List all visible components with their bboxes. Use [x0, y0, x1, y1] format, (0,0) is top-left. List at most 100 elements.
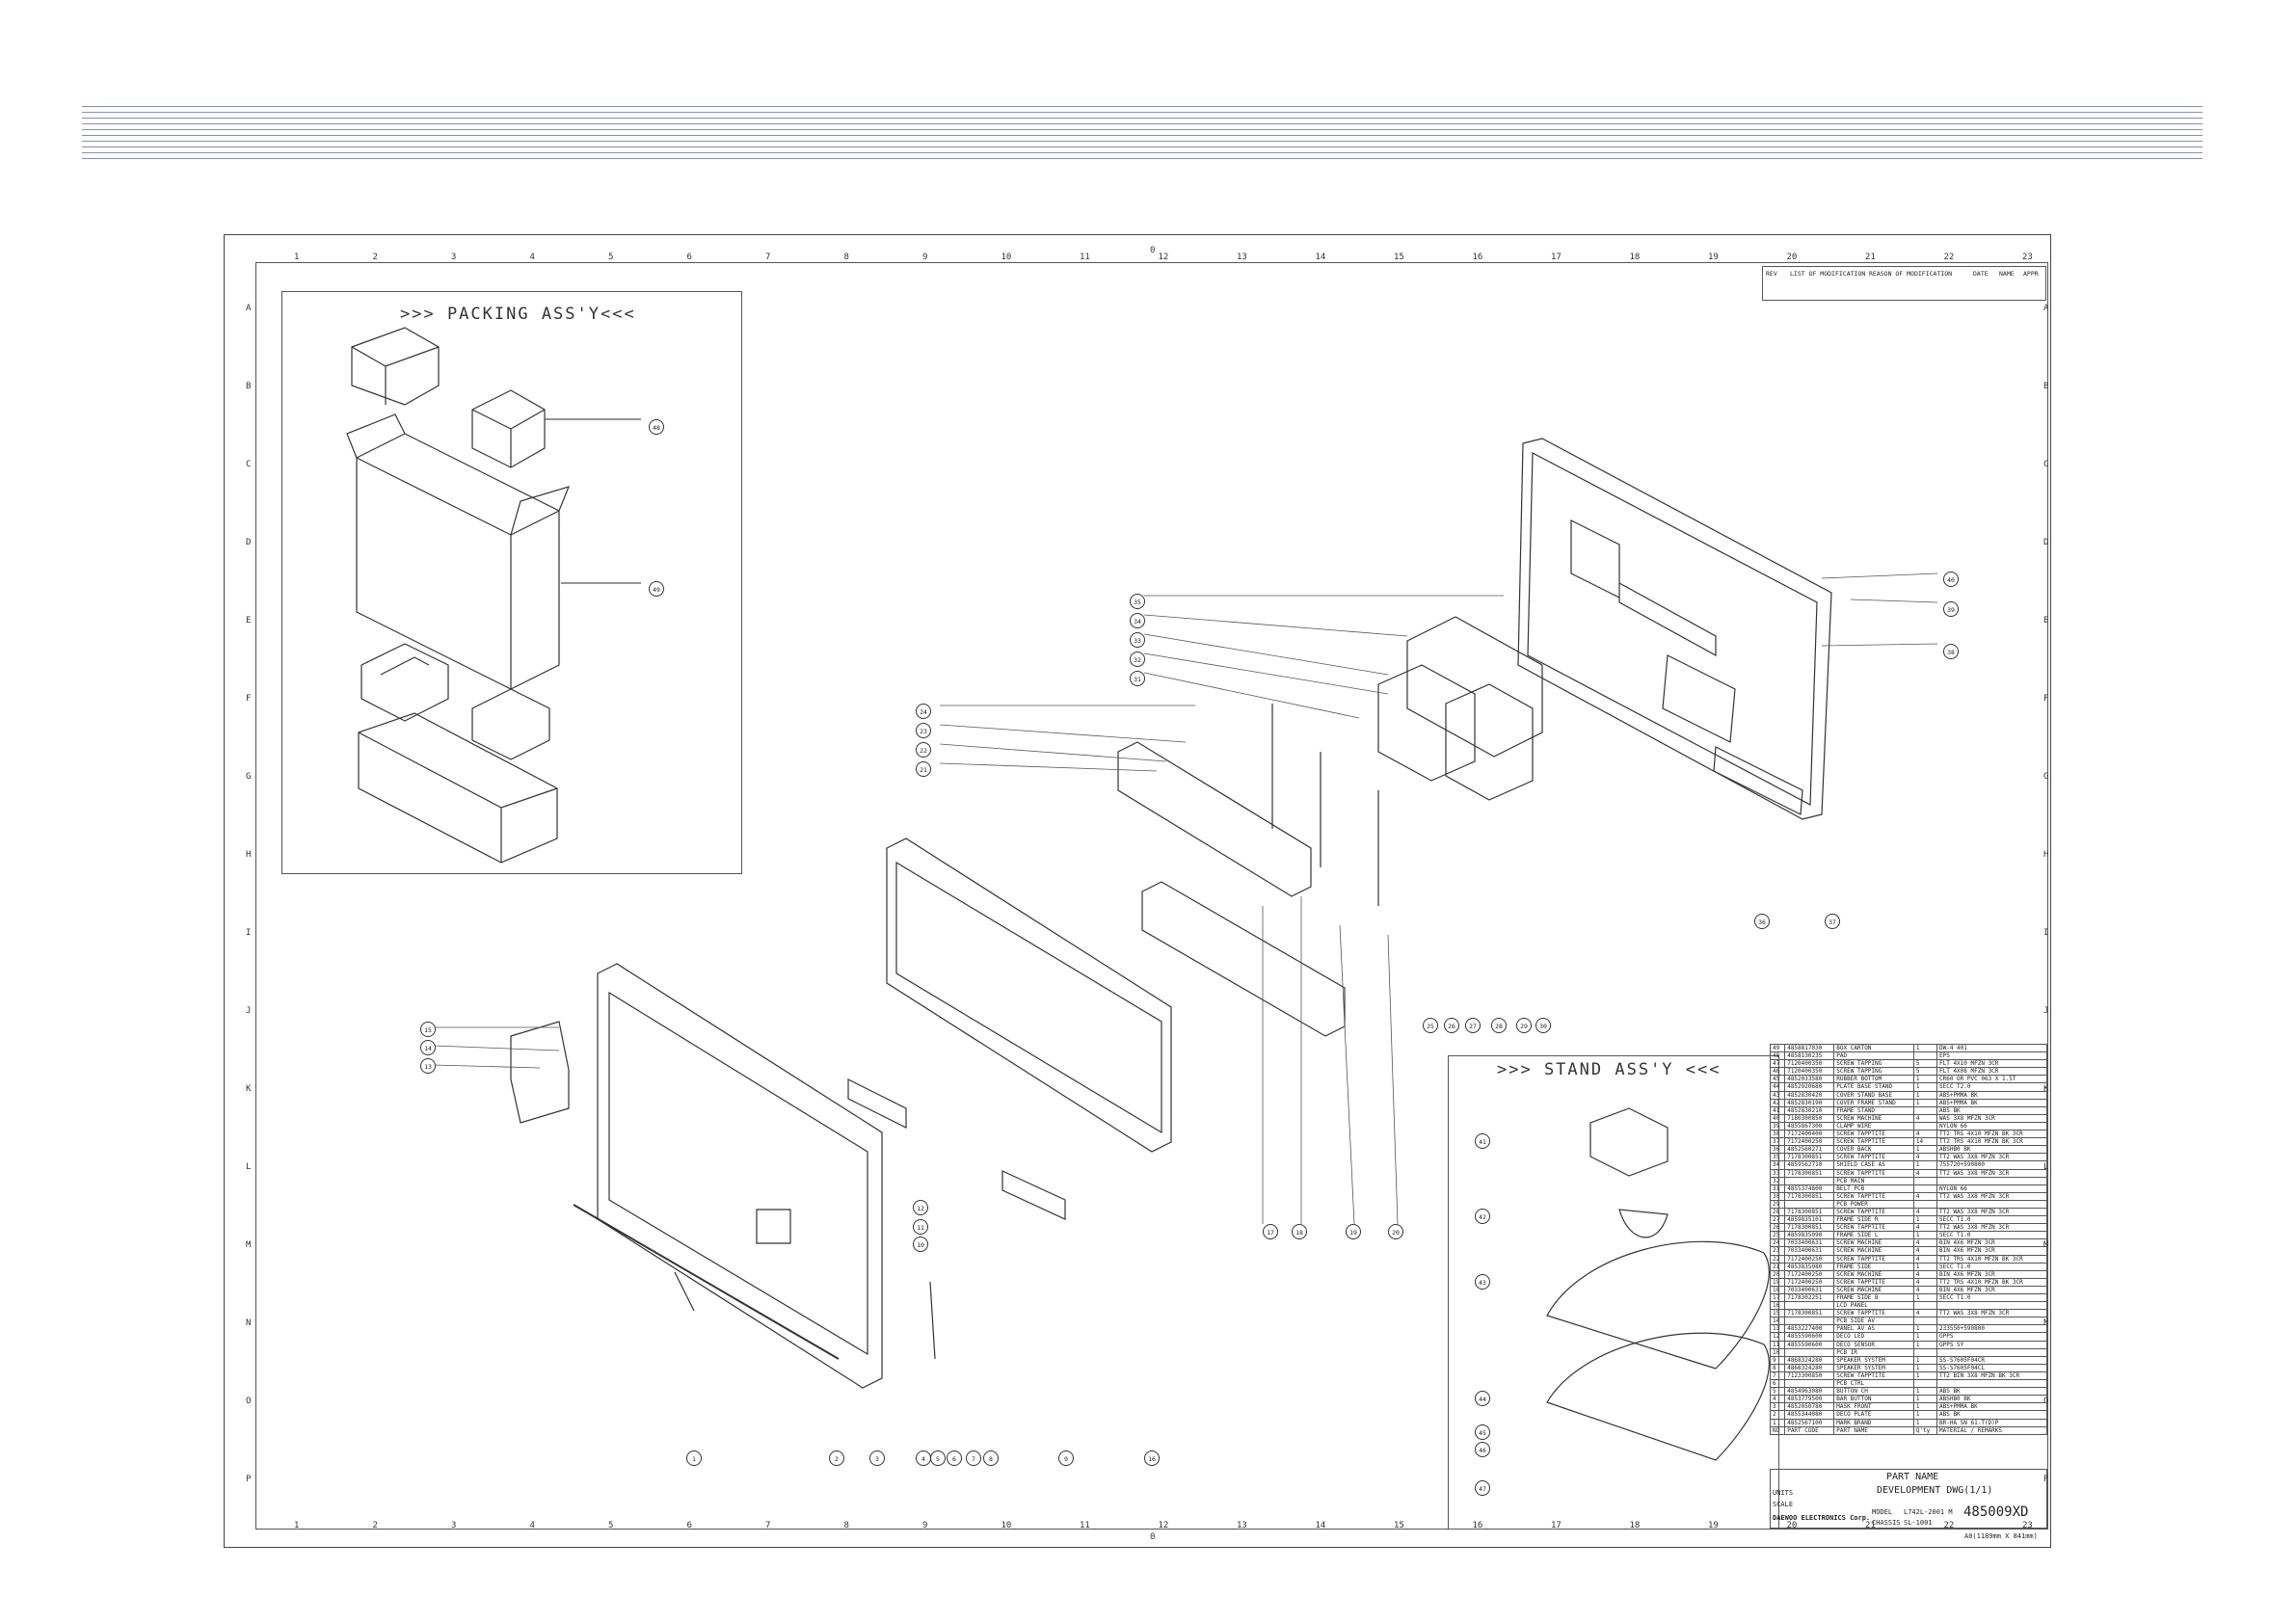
- zone-letter: B: [2043, 382, 2049, 391]
- zone-number: 12: [1158, 253, 1169, 262]
- back-cover: [1517, 438, 1832, 820]
- zone-number: 4: [529, 1521, 535, 1530]
- center-mark-bottom: 0: [1150, 1532, 1156, 1542]
- zone-letter: C: [246, 460, 252, 469]
- zone-number: 11: [1080, 253, 1090, 262]
- stand-drawing: [1546, 1107, 1770, 1461]
- zone-number: 19: [1708, 253, 1719, 262]
- zone-number: 8: [843, 1521, 849, 1530]
- callout-49: 49: [649, 581, 664, 597]
- company-name: DAEWOO ELECTRONICS Corp.: [1773, 1514, 1871, 1522]
- zone-number: 8: [843, 253, 849, 262]
- drawing-frame: [255, 262, 2048, 1530]
- sheet-size-note: A0(1189mm X 841mm): [1964, 1532, 2038, 1540]
- zone-number: 17: [1551, 1521, 1562, 1530]
- main-pcb: [1377, 616, 1543, 801]
- zone-letter: G: [246, 772, 252, 782]
- zone-letter: C: [2043, 460, 2049, 469]
- packing-cap-top: [351, 327, 440, 406]
- callout-18: 18: [1292, 1224, 1307, 1239]
- zone-letter: F: [2043, 694, 2049, 704]
- callout-44: 44: [1475, 1391, 1490, 1406]
- callout-3: 3: [869, 1450, 885, 1466]
- callout-16: 16: [1144, 1450, 1160, 1466]
- list-col: LIST OF MODIFICATION: [1790, 270, 1866, 278]
- callout-30: 30: [1535, 1018, 1551, 1033]
- callout-4: 4: [916, 1450, 931, 1466]
- callout-13: 13: [420, 1058, 436, 1074]
- callout-48: 48: [649, 419, 664, 435]
- callout-22: 22: [916, 742, 931, 758]
- zone-number: 15: [1394, 1521, 1404, 1530]
- zone-number: 9: [922, 253, 928, 262]
- zone-number: 2: [372, 1521, 378, 1530]
- zone-number: 22: [1943, 1521, 1955, 1530]
- callout-37: 37: [1825, 914, 1840, 929]
- zone-number: 21: [1865, 1521, 1876, 1530]
- zone-number: 17: [1551, 253, 1562, 262]
- callout-31: 31: [1130, 671, 1145, 686]
- lcd-panel: [886, 838, 1172, 1153]
- zone-number: 15: [1394, 253, 1404, 262]
- callout-26: 26: [1444, 1018, 1459, 1033]
- zone-letter: H: [2043, 850, 2049, 860]
- zone-letter: H: [246, 850, 252, 860]
- zone-letter: B: [246, 382, 252, 391]
- zone-letter: N: [246, 1318, 252, 1328]
- zone-letter: G: [2043, 772, 2049, 782]
- zone-letter: D: [2043, 538, 2049, 547]
- callout-27: 27: [1465, 1018, 1481, 1033]
- zone-number: 13: [1237, 1521, 1247, 1530]
- zone-number: 18: [1629, 253, 1641, 262]
- callout-9: 9: [1058, 1450, 1074, 1466]
- date-col: DATE: [1973, 270, 1989, 278]
- zone-number: 2: [372, 253, 378, 262]
- zone-letter: E: [246, 616, 252, 625]
- zone-letter: I: [246, 928, 252, 938]
- zone-number: 6: [686, 1521, 692, 1530]
- callout-6: 6: [947, 1450, 962, 1466]
- front-mask: [597, 963, 883, 1389]
- callout-36: 36: [1754, 914, 1770, 929]
- zone-number: 9: [922, 1521, 928, 1530]
- scale-label: SCALE: [1773, 1501, 1794, 1508]
- callout-12: 12: [913, 1200, 928, 1215]
- callout-25: 25: [1423, 1018, 1438, 1033]
- callout-46: 46: [1475, 1442, 1490, 1457]
- callout-19: 19: [1346, 1224, 1361, 1239]
- speakers-and-brackets: [510, 1021, 1066, 1360]
- zone-letter: A: [246, 304, 252, 313]
- leader-lines: [433, 572, 1938, 1225]
- header-rule-lines: [82, 106, 2203, 166]
- packing-title: >>> PACKING ASS'Y<<<: [400, 305, 636, 324]
- callout-14: 14: [420, 1040, 436, 1055]
- zone-number: 20: [1786, 253, 1798, 262]
- callout-45: 45: [1475, 1424, 1490, 1440]
- part-name-label: PART NAME: [1886, 1472, 1939, 1482]
